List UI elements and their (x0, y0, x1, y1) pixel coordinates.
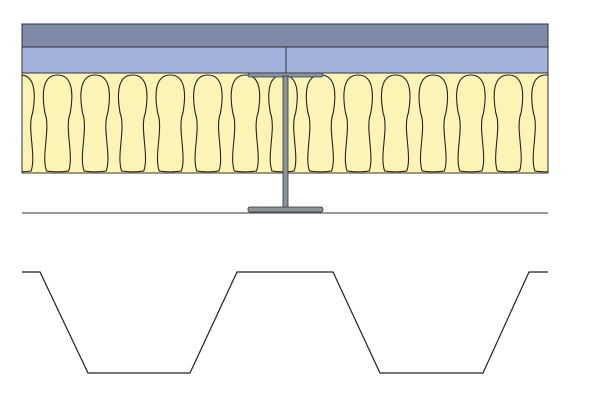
insulation-cell (230, 74, 261, 173)
steel-stud (247, 72, 324, 213)
stud-web (282, 75, 289, 210)
insulation-cell (80, 74, 110, 173)
insulation-cell (380, 74, 411, 173)
insulation-pattern (22, 74, 548, 173)
insulation-cell (493, 74, 524, 173)
insulation-cell (155, 74, 186, 173)
insulation-cell (531, 74, 548, 173)
stud-bottom-flange (247, 206, 324, 213)
insulation-cell (193, 74, 223, 173)
trapezoidal-deck-profile (22, 271, 548, 374)
insulation-cell (22, 74, 35, 173)
insulation-cell (305, 74, 336, 173)
insulation-cell (42, 74, 73, 173)
insulation-cell (117, 74, 148, 173)
insulation-cell (343, 74, 373, 173)
insulation-cell (456, 74, 486, 173)
second-board-layer (21, 46, 549, 74)
top-board-layer (21, 23, 549, 48)
insulation-cell (418, 74, 449, 173)
